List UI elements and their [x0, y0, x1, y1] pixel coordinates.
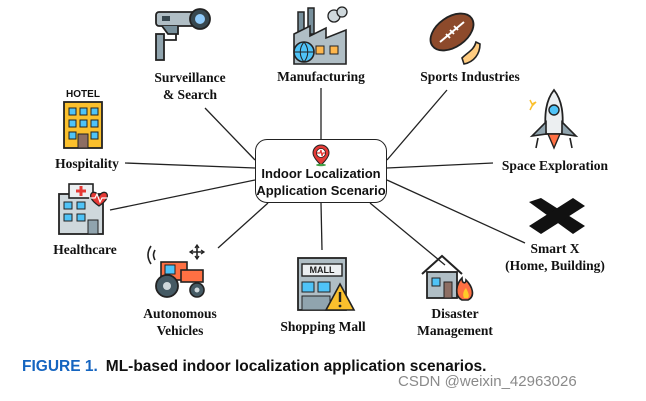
figure-number: FIGURE 1.	[22, 358, 98, 375]
node-sports-label: Sports Industries	[420, 69, 520, 84]
shopping-mall-icon	[297, 257, 356, 311]
caption-text: ML-based indoor localization application…	[105, 358, 487, 375]
line-surveillance	[204, 107, 256, 161]
node-healthcare-label: Healthcare	[53, 242, 117, 257]
line-mall	[320, 202, 323, 251]
node-manufacturing-label: Manufacturing	[277, 69, 365, 84]
line-smart	[386, 179, 526, 244]
figure-caption: FIGURE 1. ML-based indoor localization ap…	[22, 358, 486, 376]
house-fire-icon	[421, 254, 474, 301]
node-space-label: Space Exploration	[501, 158, 609, 173]
node-surveillance-line2: & Search	[162, 87, 218, 102]
node-mall-label: Shopping Mall	[280, 319, 366, 334]
line-disaster	[369, 202, 446, 266]
security-camera-icon	[155, 8, 211, 61]
rocket-icon	[529, 88, 579, 150]
line-hospitality	[124, 162, 256, 169]
tractor-icon	[147, 243, 206, 298]
line-space	[386, 162, 494, 169]
smart-x-icon	[529, 198, 585, 234]
node-smart-line1: Smart X	[530, 241, 580, 256]
location-pin-icon	[312, 144, 330, 167]
node-disaster-line2: Management	[417, 323, 493, 338]
node-hospitality-label: Hospitality	[55, 156, 119, 171]
football-icon	[429, 12, 481, 65]
line-sports	[386, 89, 448, 161]
node-vehicles-line2: Vehicles	[156, 323, 204, 338]
line-healthcare	[109, 179, 256, 211]
node-disaster-line1: Disaster	[431, 306, 479, 321]
watermark: CSDN @weixin_42963026	[398, 373, 577, 390]
factory-icon	[293, 6, 348, 65]
node-smart-line2: (Home, Building)	[505, 258, 605, 273]
center-label-line1: Indoor Localization	[261, 166, 381, 181]
center-label-line2: Application Scenario	[256, 183, 386, 198]
line-vehicles	[217, 202, 269, 249]
mall-sign-text: MALL	[309, 265, 335, 275]
hospital-icon	[58, 183, 111, 235]
node-surveillance-line1: Surveillance	[154, 70, 226, 85]
hotel-icon	[63, 101, 103, 149]
hotel-sign-text: HOTEL	[66, 89, 100, 100]
node-vehicles-line1: Autonomous	[143, 306, 217, 321]
